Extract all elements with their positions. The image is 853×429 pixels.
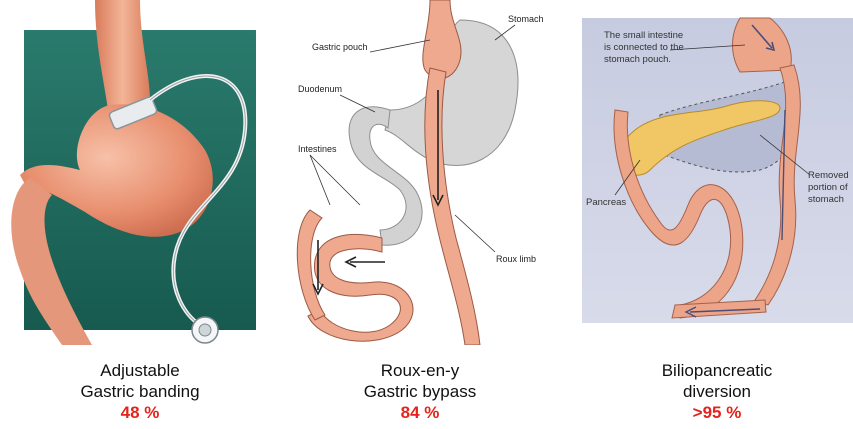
- gastric-bypass-illustration: Gastric pouch Stomach Duodenum Intestine…: [290, 0, 550, 345]
- caption-banding: Adjustable Gastric banding 48 %: [40, 360, 240, 423]
- label-roux-limb: Roux limb: [496, 254, 536, 264]
- label-duodenum: Duodenum: [298, 84, 342, 94]
- caption-banding-line1: Adjustable: [40, 360, 240, 381]
- diversion-panel: The small intestine is connected to the …: [580, 0, 853, 345]
- caption-diversion: Biliopancreatic diversion >95 %: [617, 360, 817, 423]
- intestine-loops: [308, 234, 413, 341]
- caption-bypass-line2: Gastric bypass: [320, 381, 520, 402]
- label-removed-line1: Removed: [808, 170, 849, 181]
- label-note-line1: The small intestine: [604, 30, 683, 41]
- percent-bypass: 84 %: [320, 402, 520, 423]
- label-stomach: Stomach: [508, 14, 544, 24]
- label-gastric-pouch: Gastric pouch: [312, 42, 368, 52]
- percent-banding: 48 %: [40, 402, 240, 423]
- caption-diversion-line1: Biliopancreatic: [617, 360, 817, 381]
- biliopancreatic-diversion-illustration: The small intestine is connected to the …: [580, 0, 853, 345]
- banding-panel: [0, 0, 270, 345]
- label-note-line2: is connected to the: [604, 42, 684, 53]
- label-removed-line3: stomach: [808, 194, 844, 205]
- bypass-panel: Gastric pouch Stomach Duodenum Intestine…: [290, 0, 550, 345]
- caption-diversion-line2: diversion: [617, 381, 817, 402]
- label-intestines: Intestines: [298, 144, 337, 154]
- caption-bypass: Roux-en-y Gastric bypass 84 %: [320, 360, 520, 423]
- label-removed-line2: portion of: [808, 182, 848, 193]
- label-note-line3: stomach pouch.: [604, 54, 671, 65]
- caption-bypass-line1: Roux-en-y: [320, 360, 520, 381]
- access-port: [192, 317, 218, 343]
- gastric-pouch: [423, 0, 461, 79]
- caption-banding-line2: Gastric banding: [40, 381, 240, 402]
- label-pancreas: Pancreas: [586, 197, 626, 208]
- percent-diversion: >95 %: [617, 402, 817, 423]
- gastric-banding-illustration: [0, 0, 270, 345]
